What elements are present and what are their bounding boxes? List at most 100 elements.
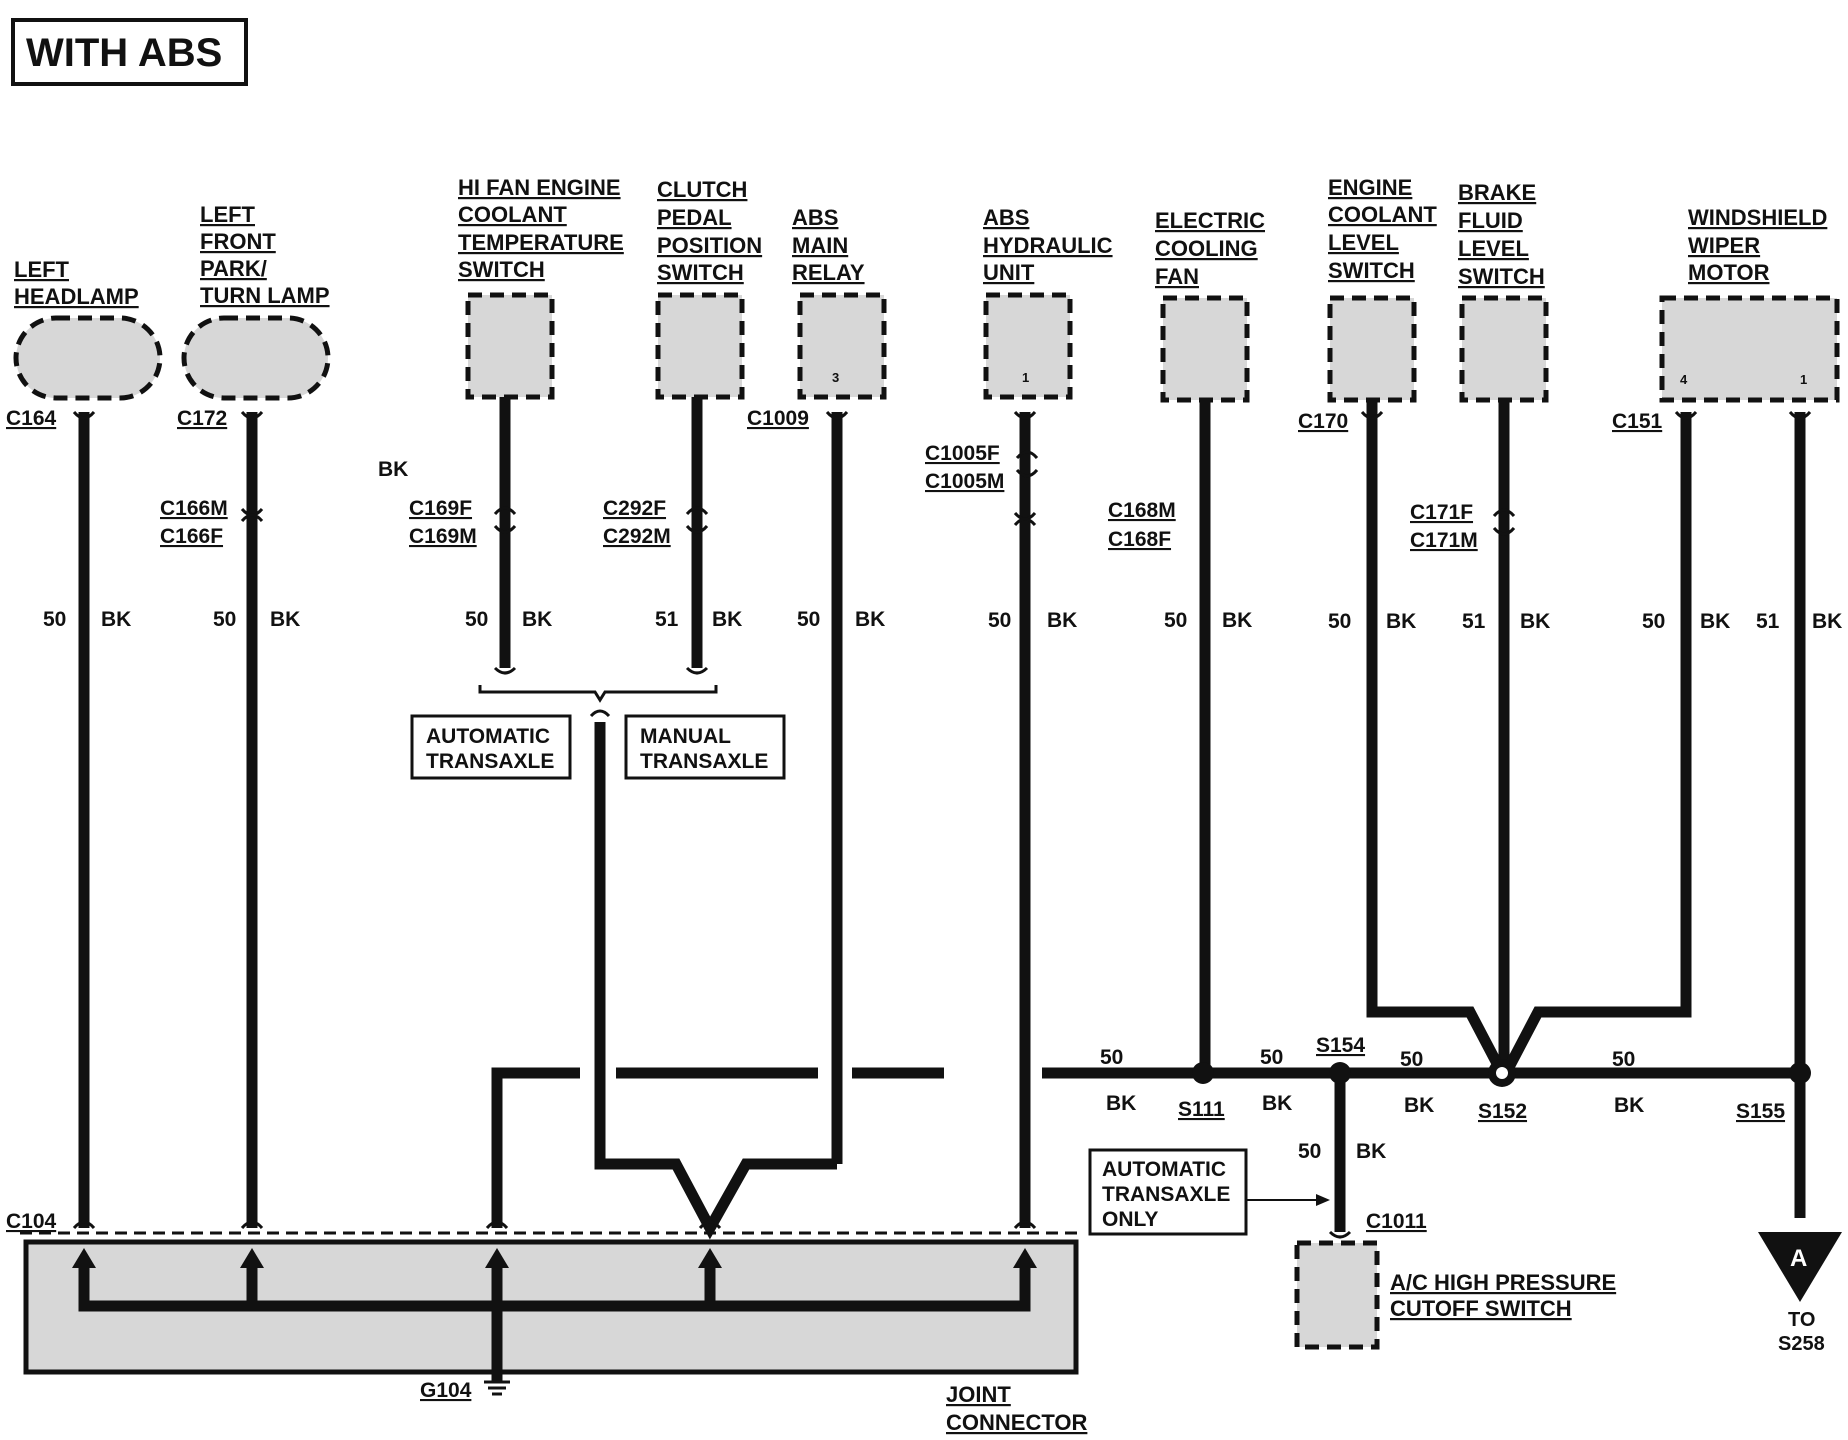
c169m-label: C169M (409, 525, 477, 548)
wire-color: BK (1222, 609, 1252, 632)
s152-label: S152 (1478, 1100, 1527, 1123)
wiper-label-2: WIPER (1688, 233, 1760, 258)
g104-label: G104 (420, 1379, 472, 1402)
hi-fan-engine-coolant-temperature-switch: HI FAN ENGINE COOLANT TEMPERATURE SWITCH (458, 175, 624, 400)
splice-labels: S111 S154 S152 S155 (1178, 1034, 1785, 1123)
brake-fluid-level-switch: BRAKE FLUID LEVEL SWITCH (1458, 180, 1549, 403)
c1011-label: C1011 (1366, 1210, 1427, 1233)
clutch-label-2: PEDAL (657, 205, 732, 230)
splice-centers (1496, 1067, 1508, 1079)
wire-color: BK (712, 608, 742, 631)
wire-gauge: 51 (1756, 610, 1780, 633)
c170-label: C170 (1298, 410, 1348, 433)
auto-label-1: AUTOMATIC (426, 725, 550, 748)
c151-label: C151 (1612, 410, 1663, 433)
abs-unit-pin: 1 (1022, 370, 1029, 385)
abs-hydraulic-unit: 1 ABS HYDRAULIC UNIT (983, 205, 1113, 400)
abs-unit-label-2: HYDRAULIC (983, 233, 1113, 258)
c104-label: C104 (6, 1210, 57, 1233)
clutch-label-3: POSITION (657, 233, 762, 258)
title: WITH ABS (26, 31, 222, 75)
wire-color: BK (1404, 1094, 1434, 1117)
manual-label-1: MANUAL (640, 725, 731, 748)
clutch-label-1: CLUTCH (657, 177, 747, 202)
wire-color: BK (1520, 610, 1550, 633)
ground-symbol (484, 1380, 510, 1396)
c172-label: C172 (177, 407, 227, 430)
c1009-label: C1009 (747, 407, 809, 430)
left-headlamp-label-1: LEFT (14, 257, 70, 282)
c171f-label: C171F (1410, 501, 1473, 524)
wire-gauge: 50 (1400, 1048, 1423, 1071)
wire-gauge: 51 (655, 608, 679, 631)
coolant-level-label-2: COOLANT (1328, 202, 1437, 227)
c1005m-label: C1005M (925, 470, 1004, 493)
hi-fan-label-4: SWITCH (458, 257, 545, 282)
left-front-lamp-label-4: TURN LAMP (200, 283, 330, 308)
connector-marks (72, 410, 1812, 1239)
automatic-transaxle-only-box: AUTOMATIC TRANSAXLE ONLY (1088, 1148, 1330, 1236)
manual-transaxle-box: MANUAL TRANSAXLE (624, 714, 786, 780)
c1005f-label: C1005F (925, 442, 1000, 465)
left-front-lamp-label-3: PARK/ (200, 256, 267, 281)
offpage-reference: A TO S258 (1758, 1232, 1842, 1355)
abs-main-relay: 3 ABS MAIN RELAY (792, 205, 887, 400)
abs-relay-label-1: ABS (792, 205, 838, 230)
wire-gauge: 50 (1642, 610, 1665, 633)
wire-color: BK (378, 458, 408, 481)
left-front-lamp-label-2: FRONT (200, 229, 276, 254)
ac-switch-label-2: CUTOFF SWITCH (1390, 1296, 1572, 1321)
cooling-fan-label-2: COOLING (1155, 236, 1258, 261)
wire-color: BK (270, 608, 300, 631)
c171m-label: C171M (1410, 529, 1478, 552)
brake-fluid-label-3: LEVEL (1458, 236, 1529, 261)
wire-gauge: 50 (1328, 610, 1351, 633)
wire-gauge: 50 (988, 609, 1011, 632)
hi-fan-label-3: TEMPERATURE (458, 230, 624, 255)
brake-fluid-label-4: SWITCH (1458, 264, 1545, 289)
ac-switch-label-1: A/C HIGH PRESSURE (1390, 1270, 1616, 1295)
abs-relay-pin: 3 (832, 370, 839, 385)
automatic-transaxle-box: AUTOMATIC TRANSAXLE (410, 714, 572, 780)
wire-gauge: 50 (1164, 609, 1187, 632)
cooling-fan-label-3: FAN (1155, 264, 1199, 289)
wiper-label-3: MOTOR (1688, 260, 1770, 285)
hi-fan-label-1: HI FAN ENGINE (458, 175, 621, 200)
engine-coolant-level-switch: ENGINE COOLANT LEVEL SWITCH (1327, 175, 1437, 403)
coolant-level-label-3: LEVEL (1328, 230, 1399, 255)
wire-color: BK (1812, 610, 1842, 633)
wire-color: BK (1700, 610, 1730, 633)
c169f-label: C169F (409, 497, 472, 520)
c166f-label: C166F (160, 525, 223, 548)
wire-color: BK (1047, 609, 1077, 632)
wire-color: BK (1614, 1094, 1644, 1117)
title-box: WITH ABS (11, 18, 248, 86)
wire-gauge: 50 (1260, 1046, 1283, 1069)
wire-color: BK (1386, 610, 1416, 633)
coolant-level-label-1: ENGINE (1328, 175, 1412, 200)
cooling-fan-label-1: ELECTRIC (1155, 208, 1265, 233)
clutch-pedal-position-switch: CLUTCH PEDAL POSITION SWITCH (655, 177, 762, 400)
c168f-label: C168F (1108, 528, 1171, 551)
wires (78, 397, 1806, 1240)
c164-label: C164 (6, 407, 57, 430)
c292f-label: C292F (603, 497, 666, 520)
abs-unit-label-1: ABS (983, 205, 1029, 230)
c292m-label: C292M (603, 525, 671, 548)
electric-cooling-fan: ELECTRIC COOLING FAN (1155, 208, 1265, 403)
c168m-label: C168M (1108, 499, 1176, 522)
offpage-letter: A (1790, 1245, 1807, 1272)
auto-label-2: TRANSAXLE (426, 750, 554, 773)
clutch-label-4: SWITCH (657, 260, 744, 285)
auto-only-label-1: AUTOMATIC (1102, 1158, 1226, 1181)
wire-gauge: 51 (1462, 610, 1486, 633)
left-front-lamp-label-1: LEFT (200, 202, 256, 227)
brake-fluid-label-2: FLUID (1458, 208, 1523, 233)
wire-color: BK (522, 608, 552, 631)
c166m-label: C166M (160, 497, 228, 520)
ac-high-pressure-cutoff-switch: A/C HIGH PRESSURE CUTOFF SWITCH (1294, 1240, 1616, 1350)
auto-only-label-2: TRANSAXLE (1102, 1183, 1230, 1206)
wire-gauge: 50 (43, 608, 66, 631)
abs-unit-label-3: UNIT (983, 260, 1035, 285)
